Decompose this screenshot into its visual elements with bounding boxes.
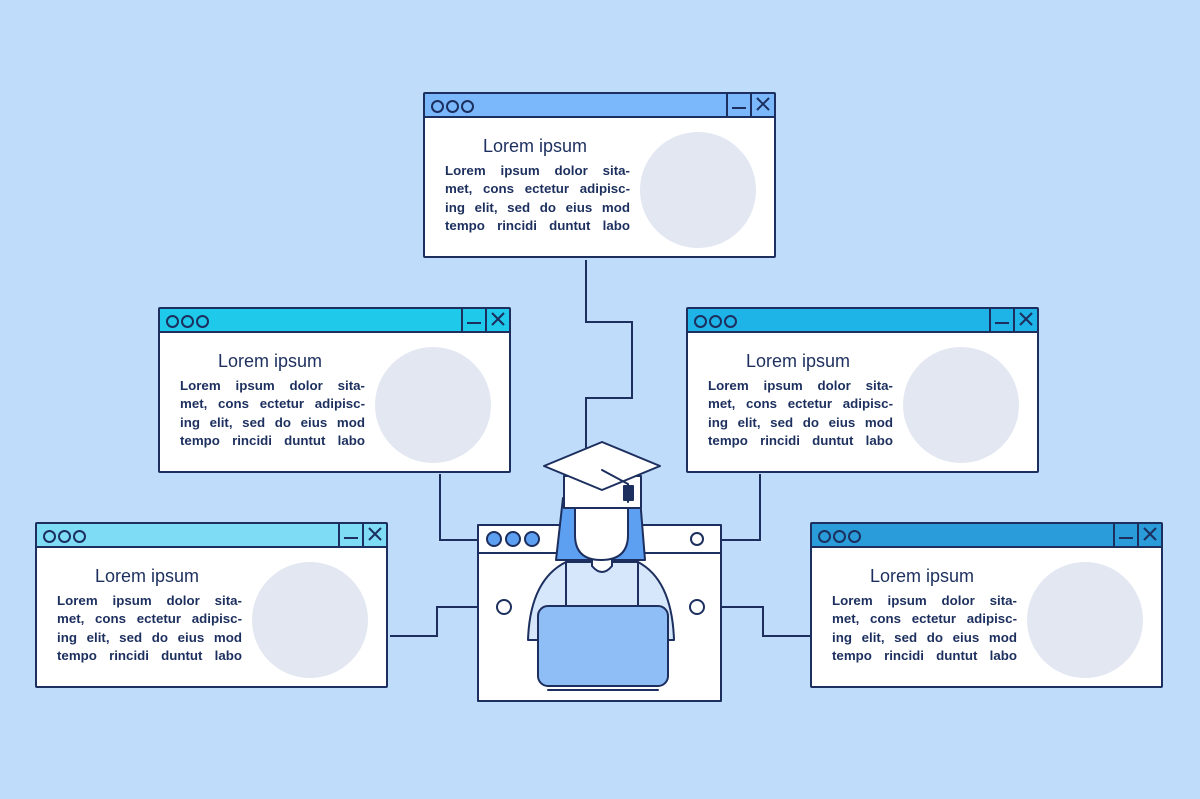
body-line: tempo rincidi duntut labo [180,433,365,449]
window-body-text: Lorem ipsum dolor sita- met, cons ectetu… [180,377,365,451]
body-line: met, cons ectetur adipisc- [708,396,893,412]
window-dot-icon [73,530,86,543]
body-line: met, cons ectetur adipisc- [180,396,365,412]
connector-top [585,260,633,470]
body-line: Lorem ipsum dolor sita- [180,378,365,393]
window-dot-icon [446,100,459,113]
body-line: ing elit, sed do eius mod [832,629,1017,645]
window-dot-icon [166,315,179,328]
body-line: tempo rincidi duntut labo [708,433,893,449]
window-dot-icon [58,530,71,543]
window-body-text: Lorem ipsum dolor sita- met, cons ectetu… [57,592,242,666]
window-dot-icon [461,100,474,113]
close-icon[interactable] [485,309,509,331]
minimize-icon[interactable] [989,309,1013,331]
window-body-text: Lorem ipsum dolor sita- met, cons ectetu… [445,162,630,236]
window-titlebar [160,309,509,333]
connector-bottom-left [390,606,497,637]
close-icon[interactable] [1013,309,1037,331]
minimize-icon[interactable] [1113,524,1137,546]
connector-mid-left [439,474,488,541]
window-dot-icon [694,315,707,328]
window-title: Lorem ipsum [94,566,200,586]
minimize-icon[interactable] [461,309,485,331]
image-placeholder [1027,562,1143,678]
window-dot-icon [833,530,846,543]
window-dot-icon [818,530,831,543]
body-line: ing elit, sed do eius mod [445,199,630,215]
body-line: met, cons ectetur adipisc- [832,611,1017,627]
laptop-icon [537,605,669,691]
body-line: met, cons ectetur adipisc- [445,181,630,197]
body-line: ing elit, sed do eius mod [708,414,893,430]
body-line: Lorem ipsum dolor sita- [445,163,630,178]
graduation-cap-icon [543,441,661,509]
image-placeholder [252,562,368,678]
window-titlebar [425,94,774,118]
body-line: tempo rincidi duntut labo [57,648,242,664]
minimize-icon[interactable] [726,94,750,116]
window-dot-icon [43,530,56,543]
info-window-top: Lorem ipsum Lorem ipsum dolor sita- met,… [423,92,776,258]
window-dot-icon [724,315,737,328]
body-line: tempo rincidi duntut labo [445,218,630,234]
body-line: Lorem ipsum dolor sita- [57,593,242,608]
window-title: Lorem ipsum [482,136,588,156]
image-placeholder [640,132,756,248]
image-placeholder [903,347,1019,463]
minimize-icon[interactable] [338,524,362,546]
info-window-mid-left: Lorem ipsum Lorem ipsum dolor sita- met,… [158,307,511,473]
body-line: Lorem ipsum dolor sita- [708,378,893,393]
connector-bottom-right [703,606,810,637]
window-dot-icon [848,530,861,543]
close-icon[interactable] [1137,524,1161,546]
window-body-text: Lorem ipsum dolor sita- met, cons ectetu… [832,592,1017,666]
close-icon[interactable] [362,524,386,546]
window-titlebar [812,524,1161,548]
window-body-text: Lorem ipsum dolor sita- met, cons ectetu… [708,377,893,451]
window-dot-icon [196,315,209,328]
info-window-mid-right: Lorem ipsum Lorem ipsum dolor sita- met,… [686,307,1039,473]
window-title: Lorem ipsum [869,566,975,586]
close-icon[interactable] [750,94,774,116]
window-titlebar [37,524,386,548]
window-titlebar [688,309,1037,333]
window-title: Lorem ipsum [745,351,851,371]
body-line: met, cons ectetur adipisc- [57,611,242,627]
body-line: tempo rincidi duntut labo [832,648,1017,664]
body-line: ing elit, sed do eius mod [180,414,365,430]
window-dot-icon [181,315,194,328]
window-title: Lorem ipsum [217,351,323,371]
window-dot-icon [709,315,722,328]
window-dot-icon [431,100,444,113]
info-window-bottom-right: Lorem ipsum Lorem ipsum dolor sita- met,… [810,522,1163,688]
body-line: Lorem ipsum dolor sita- [832,593,1017,608]
info-window-bottom-left: Lorem ipsum Lorem ipsum dolor sita- met,… [35,522,388,688]
image-placeholder [375,347,491,463]
body-line: ing elit, sed do eius mod [57,629,242,645]
